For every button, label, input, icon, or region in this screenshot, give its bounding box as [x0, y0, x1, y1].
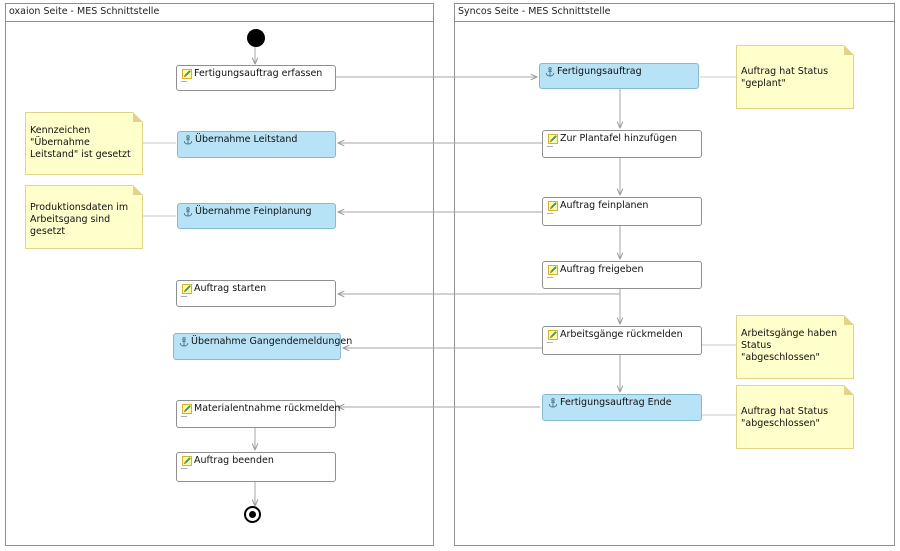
action-arbeitsgaenge-rueckmelden[interactable]: Arbeitsgänge rückmelden	[542, 326, 702, 355]
note-auftrag-abgeschlossen: Auftrag hat Status "abgeschlossen"	[736, 385, 854, 449]
action-fertigungsauftrag-erfassen[interactable]: Fertigungsauftrag erfassen	[176, 65, 336, 91]
node-label: Auftrag feinplanen	[560, 200, 649, 211]
anchor-icon	[183, 135, 193, 145]
pencil-icon	[548, 134, 558, 144]
lane-divider	[455, 21, 894, 22]
action-materialentnahme-rueckmelden[interactable]: Materialentnahme rückmelden	[176, 400, 340, 428]
start-node	[247, 29, 265, 47]
action-auftrag-beenden[interactable]: Auftrag beenden	[176, 452, 336, 482]
note-text: Produktionsdaten im Arbeitsgang sind ges…	[30, 202, 129, 237]
note-fold	[133, 112, 143, 122]
note-text: Auftrag hat Status "abgeschlossen"	[741, 406, 829, 429]
node-label: Auftrag freigeben	[560, 264, 644, 275]
note-text: Auftrag hat Status "geplant"	[741, 66, 829, 89]
end-node	[244, 506, 261, 523]
pencil-icon	[182, 284, 192, 294]
node-label: Auftrag starten	[194, 283, 267, 294]
anchor-icon	[548, 398, 558, 408]
note-fold	[844, 45, 854, 55]
node-label: Fertigungsauftrag Ende	[560, 397, 672, 408]
note-fold	[133, 185, 143, 195]
node-label: Fertigungsauftrag erfassen	[194, 68, 323, 79]
node-label: Übernahme Gangendemeldungen	[191, 336, 353, 347]
node-divider	[181, 468, 187, 469]
action-auftrag-freigeben[interactable]: Auftrag freigeben	[542, 261, 702, 289]
note-produktionsdaten: Produktionsdaten im Arbeitsgang sind ges…	[25, 185, 143, 249]
anchor-icon	[183, 207, 193, 217]
lane-title-syncos: Syncos Seite - MES Schnittstelle	[458, 6, 611, 17]
lane-divider	[6, 21, 433, 22]
pencil-icon	[548, 330, 558, 340]
pencil-icon	[182, 456, 192, 466]
node-divider	[547, 146, 553, 147]
accept-uebernahme-gangendemeldungen[interactable]: Übernahme Gangendemeldungen	[173, 333, 352, 360]
note-kennzeichen-leitstand: Kennzeichen "Übernahme Leitstand" ist ge…	[25, 112, 143, 175]
accept-uebernahme-leitstand[interactable]: Übernahme Leitstand	[177, 131, 336, 158]
accept-fertigungsauftrag-ende[interactable]: Fertigungsauftrag Ende	[542, 394, 702, 421]
lane-title-oxaion: oxaion Seite - MES Schnittstelle	[9, 6, 160, 17]
note-fold	[844, 315, 854, 325]
note-text: Arbeitsgänge haben Status "abgeschlossen…	[741, 328, 838, 363]
node-divider	[181, 296, 187, 297]
pencil-icon	[548, 265, 558, 275]
anchor-icon	[545, 67, 555, 77]
node-divider	[181, 81, 187, 82]
node-label: Fertigungsauftrag	[557, 66, 642, 77]
node-label: Auftrag beenden	[194, 455, 274, 466]
accept-uebernahme-feinplanung[interactable]: Übernahme Feinplanung	[177, 203, 336, 229]
accept-fertigungsauftrag[interactable]: Fertigungsauftrag	[539, 63, 699, 89]
action-auftrag-feinplanen[interactable]: Auftrag feinplanen	[542, 197, 702, 226]
pencil-icon	[548, 201, 558, 211]
note-status-geplant: Auftrag hat Status "geplant"	[736, 45, 854, 109]
edge-freigeben-starten	[338, 289, 621, 294]
anchor-icon	[179, 337, 189, 347]
node-label: Materialentnahme rückmelden	[194, 403, 341, 414]
node-label: Übernahme Feinplanung	[195, 206, 312, 217]
note-text: Kennzeichen "Übernahme Leitstand" ist ge…	[30, 125, 131, 160]
node-divider	[547, 342, 553, 343]
node-divider	[547, 213, 553, 214]
node-label: Arbeitsgänge rückmelden	[560, 329, 683, 340]
note-arbeitsgaenge-abgeschlossen: Arbeitsgänge haben Status "abgeschlossen…	[736, 315, 854, 379]
node-label: Übernahme Leitstand	[195, 134, 298, 145]
action-auftrag-starten[interactable]: Auftrag starten	[176, 280, 336, 307]
note-fold	[844, 385, 854, 395]
action-zur-plantafel-hinzufuegen[interactable]: Zur Plantafel hinzufügen	[542, 130, 702, 158]
pencil-icon	[182, 404, 192, 414]
pencil-icon	[182, 69, 192, 79]
node-divider	[181, 416, 187, 417]
node-divider	[547, 277, 553, 278]
node-label: Zur Plantafel hinzufügen	[560, 133, 678, 144]
